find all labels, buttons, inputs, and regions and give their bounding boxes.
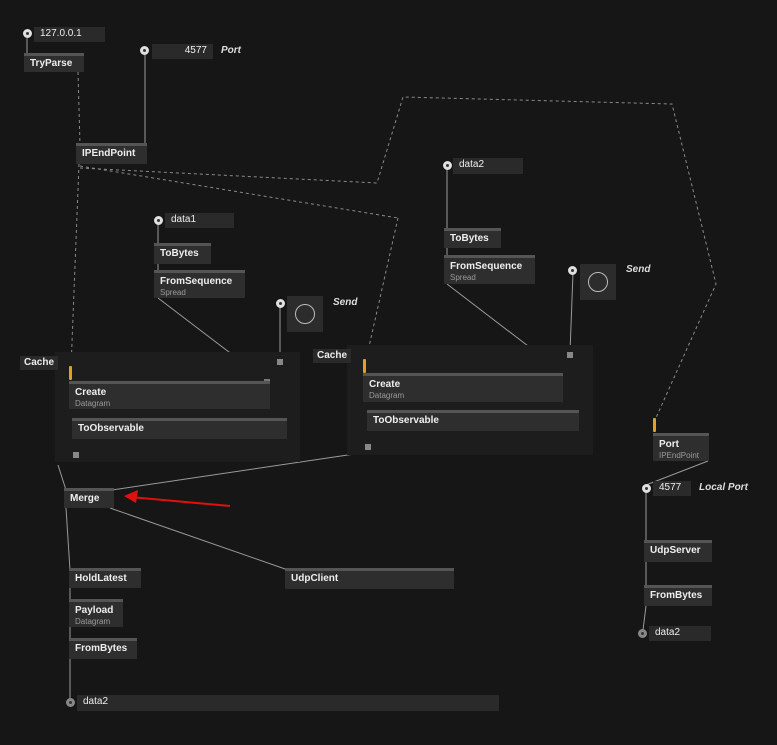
create-left-subtitle: Datagram [75,399,111,408]
port-node-title: Port [659,439,679,450]
wire-cache-left-merge [57,464,67,491]
wire-ipendpoint-create-right [79,165,399,219]
data2-bottom-output-pin[interactable] [66,698,75,707]
local-port-input-pin[interactable] [642,484,651,493]
send-right-input-pin[interactable] [568,266,577,275]
ip-input-pin[interactable] [23,29,32,38]
data2-top-value-box[interactable]: data2 [453,158,523,174]
port-node-subtitle: IPEndPoint [659,451,700,460]
create-right-title: Create [369,379,401,390]
payload-title: Payload [75,605,114,616]
data2-right-value-box[interactable]: data2 [649,626,711,641]
toobservable-left-node[interactable]: ToObservable [72,418,287,439]
send-left-region-pin[interactable] [277,359,283,365]
toobservable-right-node[interactable]: ToObservable [367,410,579,431]
fromsequence-left-node[interactable]: FromSequence Spread [154,270,245,298]
merge-node[interactable]: Merge [64,488,114,508]
fromsequence-right-subtitle: Spread [450,273,476,282]
data2-right-output-pin[interactable] [638,629,647,638]
cache-right-output-pin[interactable] [365,444,371,450]
port-value-box[interactable]: 4577 [152,44,213,59]
fromsequence-right-title: FromSequence [450,261,523,272]
udpclient-node[interactable]: UdpClient [285,568,454,589]
create-left-title: Create [75,387,107,398]
local-port-value-box[interactable]: 4577 [653,481,691,496]
create-right-subtitle: Datagram [369,391,405,400]
fromsequence-right-node[interactable]: FromSequence Spread [444,255,535,284]
send-right-region-pin[interactable] [567,352,573,358]
local-port-label: Local Port [699,482,748,493]
send-left-label: Send [333,297,358,308]
create-left-node[interactable]: Create Datagram [69,381,270,409]
payload-node[interactable]: Payload Datagram [69,599,123,627]
tryparse-node[interactable]: TryParse [24,53,84,72]
send-left-bang[interactable] [287,296,323,332]
port-node-pending-pin [653,418,656,432]
cache-left-output-pin[interactable] [73,452,79,458]
data1-value-box[interactable]: data1 [165,213,234,228]
cache-right-label[interactable]: Cache [313,349,352,363]
frombytes-left-node[interactable]: FromBytes [69,638,137,659]
wire-merge-holdlatest [65,507,71,571]
wire-merge-udpclient [109,507,289,571]
send-left-input-pin[interactable] [276,299,285,308]
ip-value-box[interactable]: 127.0.0.1 [34,27,105,42]
create-left-in-pin[interactable] [264,379,270,382]
wire-frombytes-data2-right [642,605,647,631]
fromsequence-left-subtitle: Spread [160,288,186,297]
frombytes-right-node[interactable]: FromBytes [644,585,712,606]
payload-subtitle: Datagram [75,617,111,626]
tobytes-left-node[interactable]: ToBytes [154,243,211,264]
tobytes-right-node[interactable]: ToBytes [444,228,501,248]
send-right-label: Send [626,264,651,275]
cache-left-label[interactable]: Cache [20,356,59,370]
data2-top-input-pin[interactable] [443,161,452,170]
create-right-pending-pin [363,359,366,373]
create-left-pending-pin [69,366,72,380]
send-right-bang[interactable] [580,264,616,300]
udpserver-node[interactable]: UdpServer [644,540,712,562]
create-right-node[interactable]: Create Datagram [363,373,563,402]
data1-input-pin[interactable] [154,216,163,225]
ipendpoint-node[interactable]: IPEndPoint [76,143,147,164]
wire-ipendpoint-create-left [70,163,80,369]
wire-tryparse-ipendpoint [77,71,81,146]
port-label: Port [221,45,241,56]
fromsequence-left-title: FromSequence [160,276,233,287]
port-node[interactable]: Port IPEndPoint [653,433,709,461]
data2-bottom-value-box[interactable]: data2 [77,695,499,711]
port-input-pin[interactable] [140,46,149,55]
annotation-arrowhead [124,490,138,503]
wire-send-right [569,272,574,353]
wire-create-right-up [365,217,399,361]
annotation-arrow [129,496,231,507]
holdlatest-node[interactable]: HoldLatest [69,568,141,588]
